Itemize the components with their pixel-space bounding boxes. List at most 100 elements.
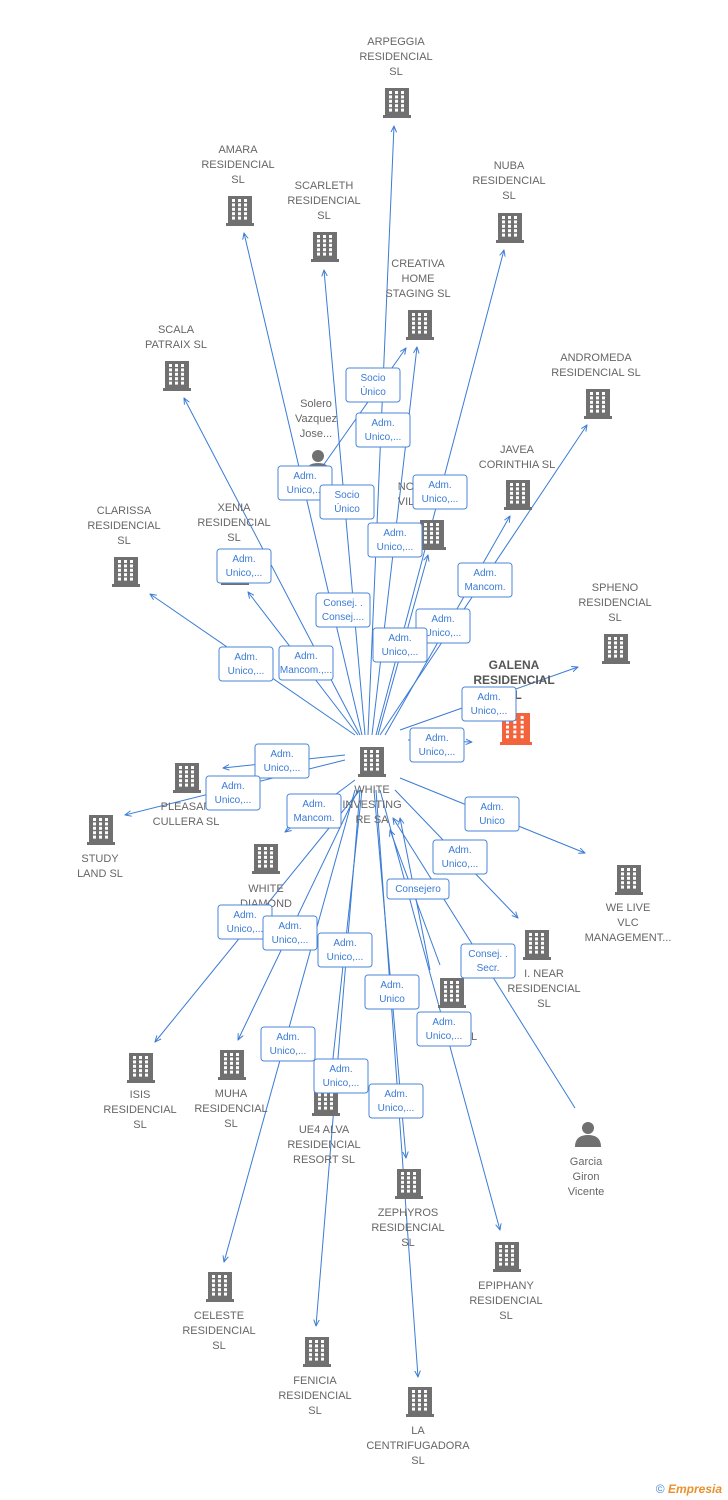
node-label: Jose... [300, 428, 332, 440]
node-label: Giron [573, 1171, 600, 1183]
node-label: SL [411, 1455, 424, 1467]
node-label: Vazquez [295, 413, 337, 425]
relation-label: Unico,... [365, 432, 402, 443]
relation-box[interactable]: Adm.Unico,... [461, 686, 517, 722]
relation-label: Adm. [480, 802, 503, 813]
node-label: FENICIA [293, 1375, 337, 1387]
node-label: RE SA [355, 814, 389, 826]
person-icon [575, 1122, 601, 1147]
building-icon [206, 1272, 234, 1302]
relation-box[interactable]: Adm.Unico,... [372, 627, 428, 663]
node-label: SL [502, 190, 515, 202]
node-label: ARPEGGIA [367, 36, 425, 48]
relation-box[interactable]: Adm.Unico,... [205, 775, 261, 811]
relation-label: Adm. [294, 651, 317, 662]
relation-label: Adm. [221, 781, 244, 792]
building-icon [358, 747, 386, 777]
node-label: RESIDENCIAL [469, 1295, 542, 1307]
node-label: ZEPHYROS [378, 1207, 439, 1219]
building-icon [438, 978, 466, 1008]
relation-edge [316, 789, 361, 1326]
relation-label: Unico,... [377, 542, 414, 553]
node-label: UE4 ALVA [299, 1124, 350, 1136]
relation-box[interactable]: Consej. .Secr. [460, 943, 516, 979]
relation-label: Socio [334, 490, 359, 501]
relation-box[interactable]: Adm.Mancom. [286, 793, 342, 829]
relation-box[interactable]: Adm.Unico,... [367, 522, 423, 558]
building-icon [406, 1387, 434, 1417]
edge-layer [125, 126, 587, 1377]
relation-box[interactable]: Adm.Unico,... [317, 932, 373, 968]
relation-box[interactable]: Adm.Unico,... [262, 915, 318, 951]
relation-label: Adm. [380, 980, 403, 991]
relation-box[interactable]: Adm.Mancom. [457, 562, 513, 598]
relation-box[interactable]: Adm.Unico,... [260, 1026, 316, 1062]
relation-box[interactable]: Adm.Unico,... [409, 727, 465, 763]
relation-box[interactable]: Adm.Unico,... [415, 608, 471, 644]
relation-box[interactable]: Adm.Unico [464, 796, 520, 832]
relation-label: Adm. [270, 749, 293, 760]
node-label: AMARA [218, 144, 258, 156]
node-label: ANDROMEDA [560, 352, 632, 364]
relation-label: Unico,... [227, 924, 264, 935]
relation-box[interactable]: Adm.Unico,... [416, 1011, 472, 1047]
brand-watermark[interactable]: © Empresia [656, 1482, 722, 1496]
relation-label: Adm. [431, 614, 454, 625]
building-icon [418, 520, 446, 550]
relation-box[interactable]: Adm.Unico,... [313, 1058, 369, 1094]
node-hidden[interactable]: L [438, 978, 477, 1043]
relation-box[interactable]: Adm.Unico,... [412, 474, 468, 510]
relation-box[interactable]: Adm.Unico,... [254, 743, 310, 779]
node-label: CREATIVA [391, 258, 445, 270]
relation-box[interactable]: Adm.Unico,... [216, 548, 272, 584]
relation-box[interactable]: Adm.Unico [364, 974, 420, 1010]
node-solero[interactable]: SoleroVazquezJose... [295, 398, 337, 475]
relation-box[interactable]: Adm.Unico,... [368, 1083, 424, 1119]
node-welive[interactable]: WE LIVEVLCMANAGEMENT... [585, 865, 672, 944]
relation-box[interactable]: Consej. .Consej.... [315, 592, 371, 628]
relation-box[interactable]: Adm.Mancom.,... [278, 645, 334, 681]
relation-label: Adm. [233, 910, 256, 921]
relation-box[interactable]: Consejero [386, 878, 450, 900]
relation-box[interactable]: Adm.Unico,... [277, 465, 333, 501]
node-label: SL [231, 174, 244, 186]
relation-box[interactable]: Adm.Unico,... [355, 412, 411, 448]
relation-label: Adm. [276, 1032, 299, 1043]
relation-box[interactable]: Adm.Unico,... [432, 839, 488, 875]
building-icon [615, 865, 643, 895]
node-label: SCARLETH [295, 180, 354, 192]
copyright-symbol: © [655, 1482, 665, 1496]
relation-box[interactable]: Adm.Unico,... [218, 646, 274, 682]
relation-label: Secr. [477, 963, 500, 974]
relation-label: Mancom. [293, 813, 334, 824]
node-label: MUHA [215, 1088, 248, 1100]
building-icon [112, 557, 140, 587]
